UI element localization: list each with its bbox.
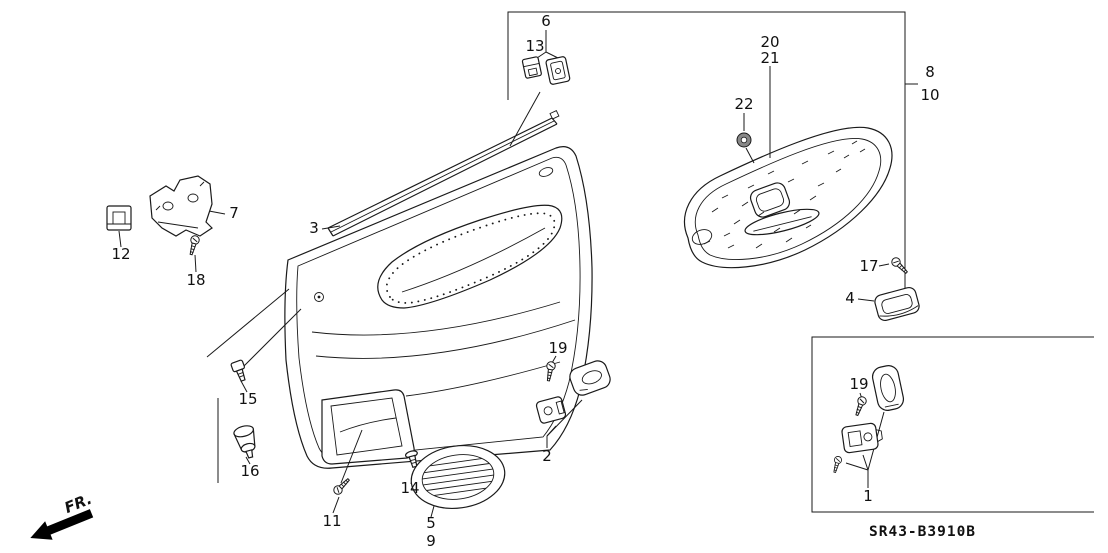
screw-17 [889, 255, 911, 277]
handle-escutcheon [569, 360, 611, 396]
callout-17: 17 [859, 257, 878, 275]
fr-arrow [30, 509, 94, 540]
callout-7: 7 [229, 204, 239, 222]
callout-11: 11 [322, 512, 341, 530]
callout-19-box: 19 [849, 375, 868, 393]
diagram-code: SR43-B3910B [869, 524, 976, 540]
reference-frame-lines [507, 11, 1094, 513]
clip-1-lower [841, 422, 883, 454]
clip-6 [545, 56, 571, 85]
callout-13: 13 [525, 37, 544, 55]
callout-8: 8 [925, 63, 935, 81]
callout-10: 10 [920, 86, 939, 104]
callout-19-handle: 19 [548, 339, 567, 357]
speaker-grille [410, 445, 506, 509]
callout-16: 16 [240, 462, 259, 480]
pad-texture [703, 140, 866, 249]
callout-2: 2 [542, 447, 552, 465]
plug-16 [233, 425, 256, 459]
latch-bezel [535, 396, 567, 424]
clip-15 [230, 359, 246, 382]
callout-labels: 6 13 3 7 12 18 15 16 11 14 5 9 2 19 20 2… [111, 12, 939, 550]
callout-21: 21 [760, 49, 779, 67]
callout-14: 14 [400, 479, 419, 497]
clip-13 [521, 56, 542, 79]
callout-6: 6 [541, 12, 551, 30]
callout-12: 12 [111, 245, 130, 263]
clip-1-upper [871, 365, 905, 411]
pull-cup-4 [874, 286, 920, 322]
callout-4: 4 [845, 289, 855, 307]
clip-12 [106, 205, 132, 231]
screw-1-small [830, 455, 843, 474]
screw-19-box [852, 395, 868, 418]
armrest-pull-pocket [744, 208, 820, 236]
callout-20: 20 [760, 33, 779, 51]
armrest-pad [684, 126, 893, 269]
window-rim-dots [385, 212, 556, 304]
screw-11 [331, 475, 353, 497]
callout-9: 9 [426, 532, 436, 550]
weatherstrip [327, 109, 560, 237]
armrest-handle-cutout [749, 182, 791, 218]
callout-1: 1 [863, 487, 873, 505]
callout-15: 15 [238, 390, 257, 408]
screw-18 [186, 234, 201, 257]
callout-18: 18 [186, 271, 205, 289]
clip-14 [404, 450, 418, 469]
fr-direction: FR. [30, 490, 94, 540]
callout-22: 22 [734, 95, 753, 113]
callout-3: 3 [309, 219, 319, 237]
bracket-7 [149, 175, 213, 237]
callout-5: 5 [426, 514, 436, 532]
grommet-22-hole [740, 136, 748, 144]
